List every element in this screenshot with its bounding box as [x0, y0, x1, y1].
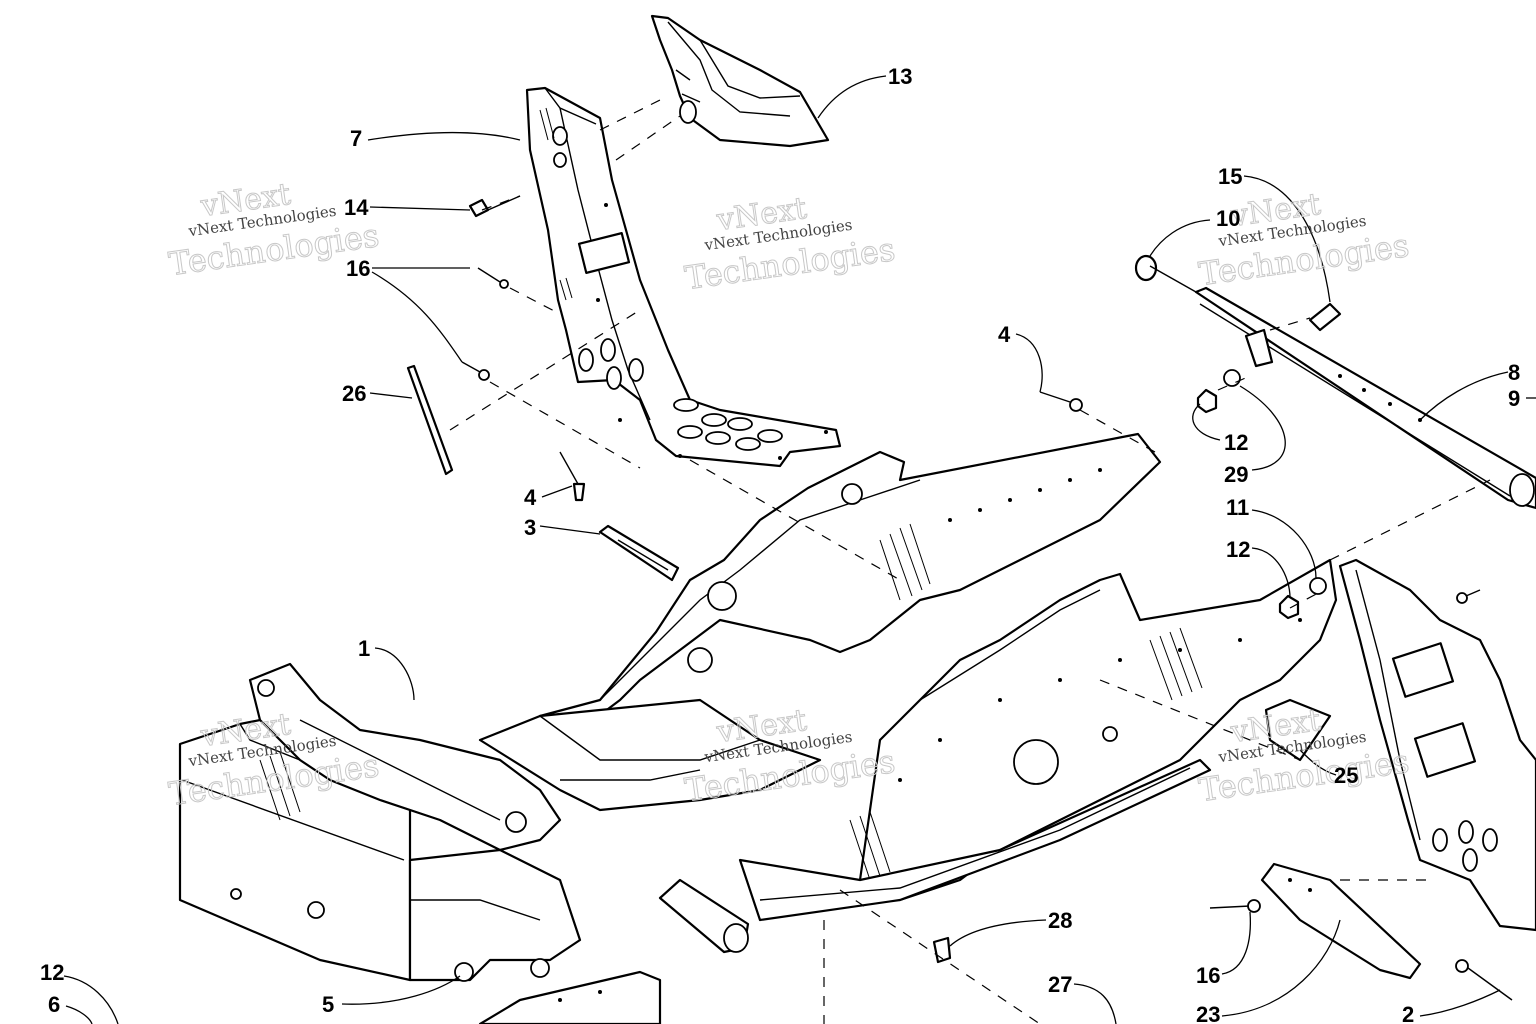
- callout-2: 2: [1402, 1002, 1414, 1024]
- callout-12-middle: 12: [1226, 537, 1250, 562]
- part-7-steering-support: [525, 86, 842, 468]
- part-8-tube: [1194, 286, 1536, 510]
- part-25-bracket: [1264, 698, 1332, 762]
- callout-5: 5: [322, 992, 334, 1017]
- callout-4-right: 4: [998, 322, 1011, 347]
- callout-16-right: 16: [1196, 963, 1220, 988]
- callout-27: 27: [1048, 972, 1072, 997]
- fasteners-left: [461, 195, 1083, 502]
- callout-7: 7: [350, 126, 362, 151]
- part-nuts-washers: [1196, 369, 1327, 620]
- callout-12-lower: 12: [40, 960, 64, 985]
- callout-23: 23: [1196, 1002, 1220, 1024]
- watermark-4: vNext vNext Technologies Technologies: [166, 706, 382, 813]
- callout-25: 25: [1334, 763, 1358, 788]
- callout-10: 10: [1216, 206, 1240, 231]
- part-3-strip: [598, 524, 680, 582]
- part-26-rod: [406, 364, 454, 476]
- callout-8: 8: [1508, 360, 1520, 385]
- callout-29: 29: [1224, 462, 1248, 487]
- callout-15: 15: [1218, 164, 1242, 189]
- callout-6: 6: [48, 992, 60, 1017]
- callout-4-left: 4: [524, 485, 537, 510]
- assembly-lines: [449, 99, 1491, 1024]
- callout-1: 1: [358, 636, 370, 661]
- part-floor-plate: [478, 970, 662, 1024]
- callout-28: 28: [1048, 908, 1072, 933]
- part-23-bracket: [1260, 862, 1422, 980]
- callout-12-upper: 12: [1224, 430, 1248, 455]
- callout-labels: 13 7 14 16 26 4 3 1 4 15 10 8 9 12 29 11…: [40, 64, 1520, 1024]
- part-15-bolt: [1308, 302, 1342, 332]
- callout-16-left: 16: [346, 256, 370, 281]
- callout-3: 3: [524, 515, 536, 540]
- callout-9: 9: [1508, 386, 1520, 411]
- callout-26: 26: [342, 381, 366, 406]
- part-right-support: [1338, 558, 1536, 932]
- watermark-3: vNext vNext Technologies Technologies: [1196, 186, 1412, 293]
- callout-11: 11: [1226, 495, 1249, 520]
- watermark-2: vNext vNext Technologies Technologies: [682, 190, 898, 297]
- part-1-main-frame: [178, 432, 1338, 982]
- part-13-headlight-shroud: [650, 14, 830, 148]
- part-10-spring: [1134, 254, 1197, 293]
- callout-13: 13: [888, 64, 912, 89]
- callout-14: 14: [344, 195, 369, 220]
- leader-lines: [63, 75, 1536, 1024]
